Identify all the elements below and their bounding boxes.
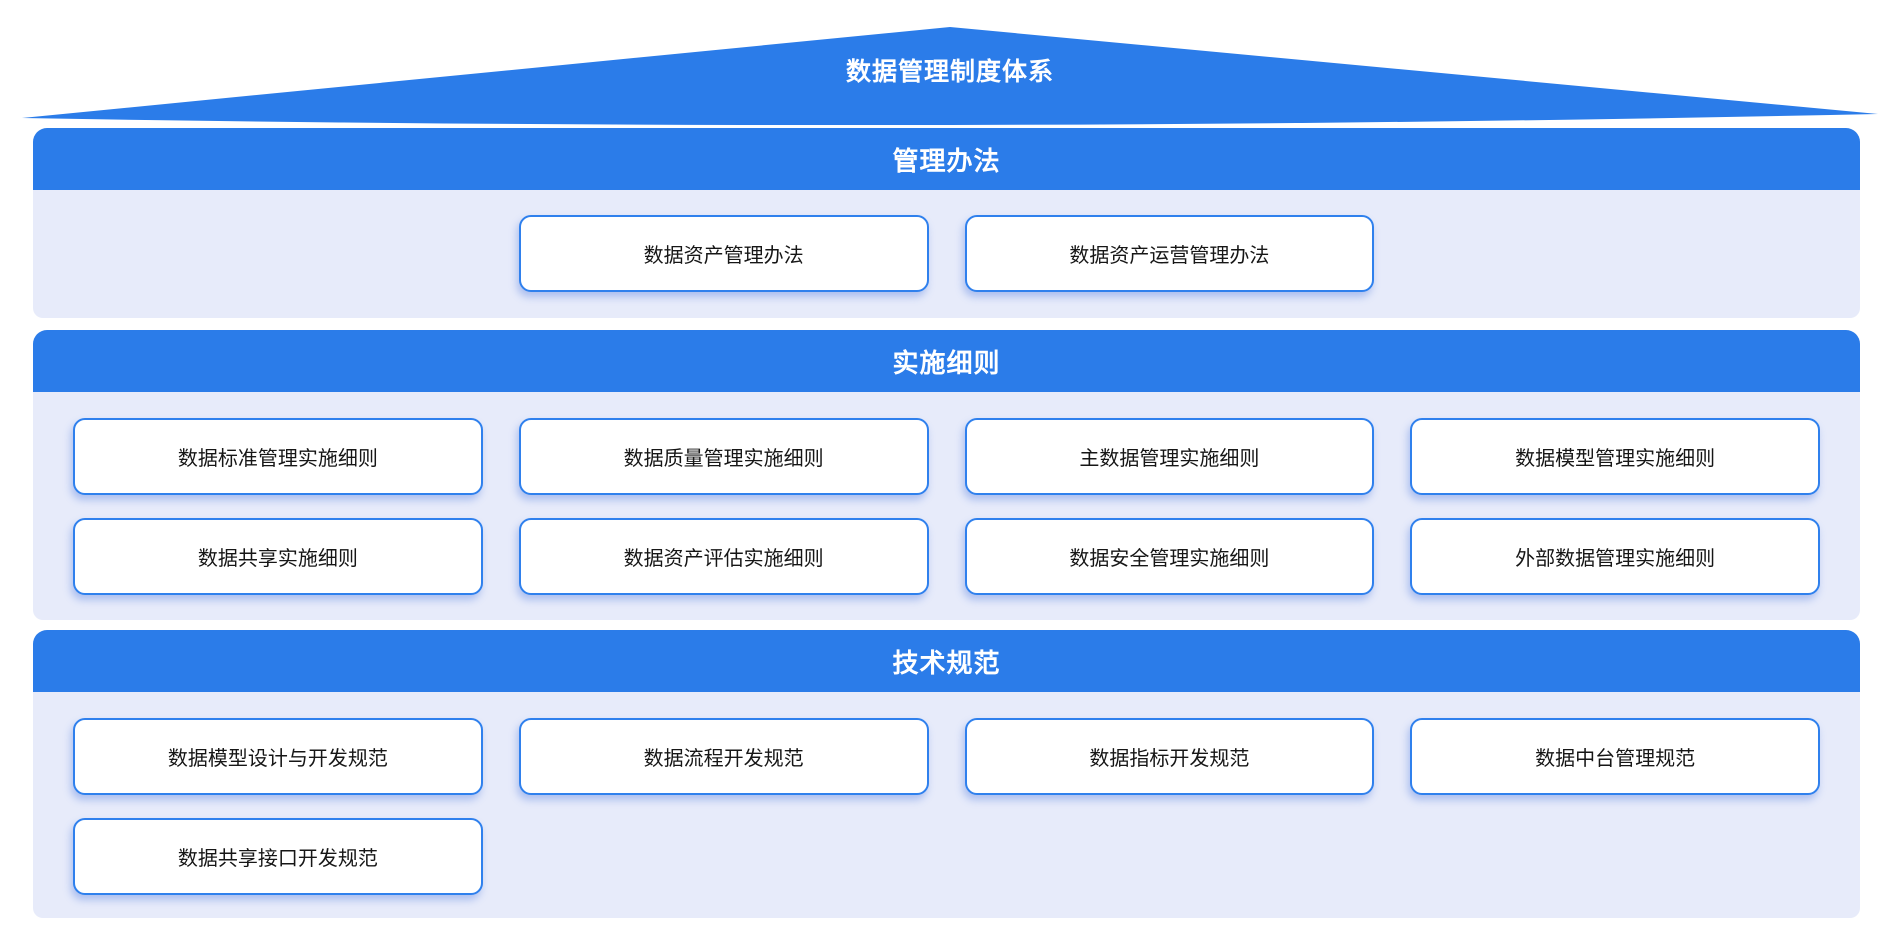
section-technical-specifications: 技术规范 数据模型设计与开发规范 数据流程开发规范 数据指标开发规范 数据中台管… (33, 630, 1860, 918)
roof-title: 数据管理制度体系 (845, 58, 1054, 86)
item-box: 外部数据管理实施细则 (1410, 518, 1820, 595)
item-box: 数据质量管理实施细则 (518, 418, 929, 495)
item-box: 数据中台管理规范 (1410, 718, 1820, 795)
item-box: 数据模型设计与开发规范 (73, 718, 483, 795)
item-box: 数据共享接口开发规范 (73, 818, 483, 895)
section-management-measures-header: 管理办法 (33, 128, 1860, 190)
section-implementation-rules-body: 数据标准管理实施细则 数据质量管理实施细则 主数据管理实施细则 数据模型管理实施… (33, 392, 1860, 620)
section-management-measures-body: 数据资产管理办法 数据资产运营管理办法 (33, 190, 1860, 318)
item-box: 数据模型管理实施细则 (1410, 418, 1820, 495)
roof-triangle-shape (22, 27, 1878, 125)
item-box: 数据安全管理实施细则 (964, 518, 1375, 595)
item-box: 数据标准管理实施细则 (73, 418, 483, 495)
item-box: 数据指标开发规范 (964, 718, 1375, 795)
section-implementation-rules: 实施细则 数据标准管理实施细则 数据质量管理实施细则 主数据管理实施细则 数据模… (33, 330, 1860, 620)
section-technical-specifications-body: 数据模型设计与开发规范 数据流程开发规范 数据指标开发规范 数据中台管理规范 数… (33, 692, 1860, 918)
section-technical-specifications-header: 技术规范 (33, 630, 1860, 692)
section-management-measures: 管理办法 数据资产管理办法 数据资产运营管理办法 (33, 128, 1860, 318)
item-box: 数据资产评估实施细则 (518, 518, 929, 595)
item-box: 数据资产管理办法 (518, 215, 929, 292)
item-box: 数据资产运营管理办法 (964, 215, 1375, 292)
section-implementation-rules-header: 实施细则 (33, 330, 1860, 392)
item-box: 数据共享实施细则 (73, 518, 483, 595)
item-box: 数据流程开发规范 (518, 718, 929, 795)
item-box: 主数据管理实施细则 (964, 418, 1375, 495)
roof: 数据管理制度体系 (0, 0, 1900, 125)
